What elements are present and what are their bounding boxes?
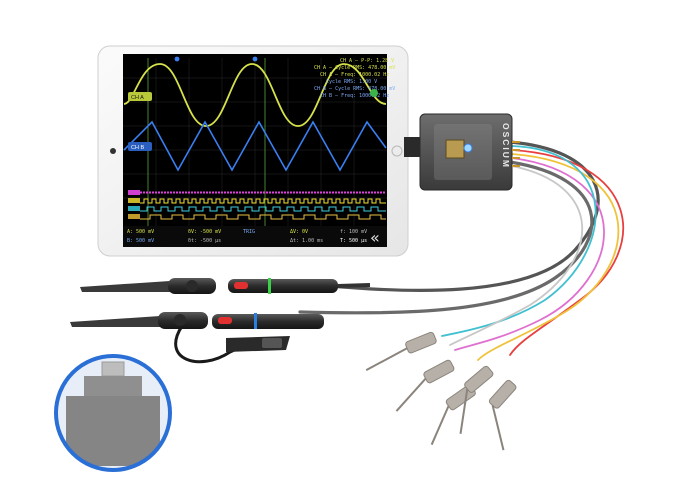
oscilloscope-screen: CH A CH B CH A — P-P: 1.28 V CH A — Cycl… [123, 54, 395, 247]
measurement-readouts: CH A — P-P: 1.28 V CH A — Cycle RMS: 478… [314, 58, 395, 99]
probe-1 [80, 278, 371, 294]
oscium-dongle: OSCIUM [419, 113, 520, 191]
ground-clip [174, 325, 290, 364]
channel-a-waveform [123, 63, 387, 127]
ch-a-tab[interactable]: CH A [128, 92, 152, 101]
status-delta-v[interactable]: δV: -500 mV [188, 229, 221, 235]
status-f[interactable]: f: 100 mV [340, 229, 367, 235]
chip [445, 139, 465, 159]
probe-2-switch [218, 317, 232, 324]
readout-2: CH A — Cycle RMS: 478.00 mV [314, 65, 395, 71]
ch-a-label: CH A [131, 95, 144, 101]
status-dt[interactable]: Δt: 1.00 ms [290, 238, 323, 244]
probe-2 [70, 312, 324, 329]
logic-test-clips [365, 331, 517, 451]
bottom-status-bar: A: 500 mV B: 500 mV δV: -500 mV δt: -500… [123, 226, 387, 247]
channel-b-waveform [123, 120, 387, 172]
trig-button[interactable]: TRIG [243, 229, 255, 235]
lightning-connector [404, 137, 422, 157]
home-button[interactable] [391, 145, 403, 157]
probe-cables [298, 140, 625, 361]
connector-inset [54, 354, 172, 472]
camera-dot [110, 148, 116, 154]
status-b-scale[interactable]: B: 500 mV [127, 238, 154, 244]
status-a-scale[interactable]: A: 500 mV [127, 229, 154, 235]
readout-1: CH A — P-P: 1.28 V [340, 58, 394, 64]
readout-6: CH B — Freq: 1000.02 Hz [320, 93, 389, 99]
probe-1-switch [234, 282, 248, 289]
status-delta-t[interactable]: δt: -500 µs [188, 238, 221, 244]
ch-b-tab[interactable]: CH B [128, 142, 152, 151]
brand-label: OSCIUM [501, 123, 511, 169]
logic-channels [128, 190, 386, 220]
inset-ring [54, 354, 172, 472]
readout-4: Cycle RMS: 1.00 V [326, 79, 377, 85]
readout-3: CH A — Freq: 1000.02 Hz [320, 72, 389, 78]
status-dv[interactable]: ΔV: 0V [290, 229, 308, 235]
tablet: CH A CH B CH A — P-P: 1.28 V CH A — Cycl… [97, 45, 409, 257]
collapse-icon[interactable]: « [370, 228, 380, 247]
status-timebase[interactable]: T: 500 µs [340, 238, 367, 244]
run-indicator-icon[interactable] [370, 89, 378, 97]
ch-b-label: CH B [131, 145, 144, 151]
position-marker-icon[interactable] [252, 56, 258, 62]
status-led-icon [463, 143, 473, 153]
readout-5: CH B — Cycle RMS: 478.00 mV [314, 86, 395, 92]
trigger-marker-icon[interactable] [174, 56, 180, 62]
